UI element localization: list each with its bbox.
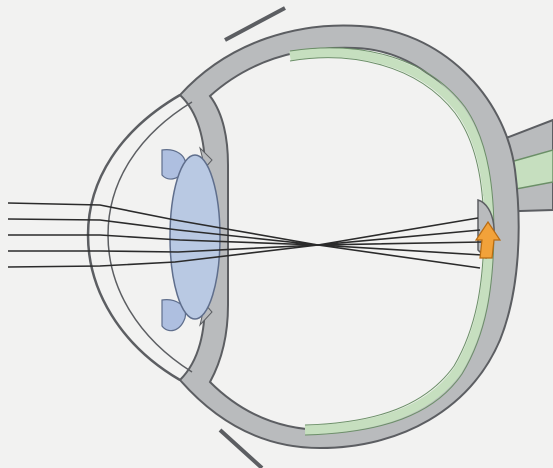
lens <box>170 155 220 319</box>
